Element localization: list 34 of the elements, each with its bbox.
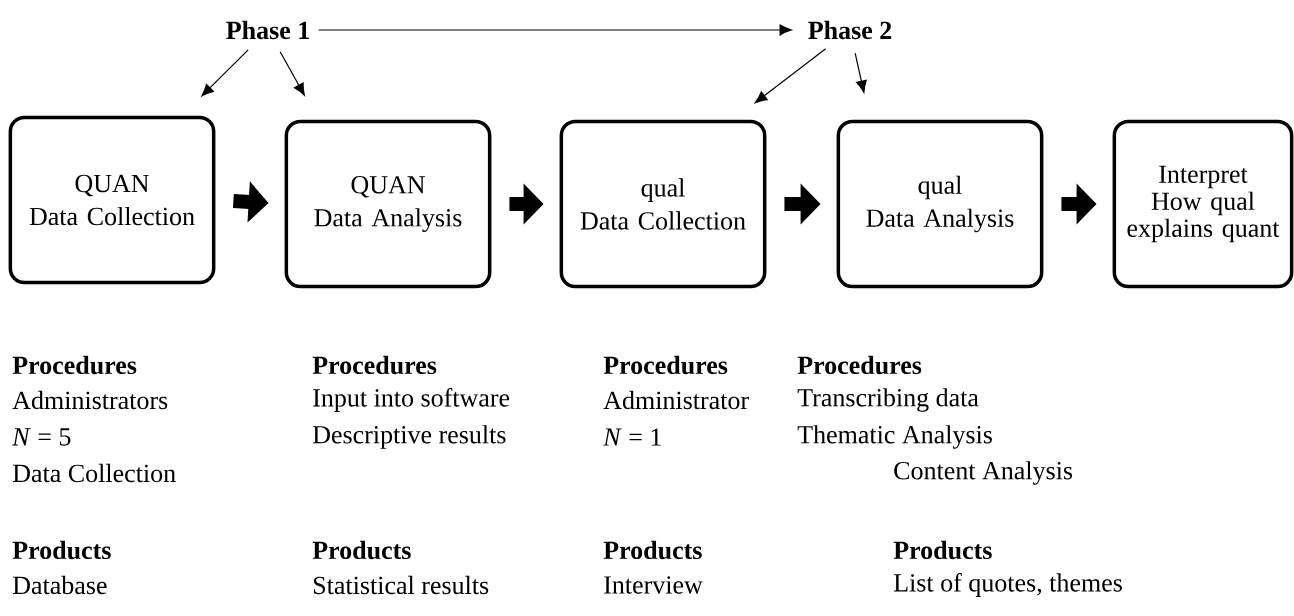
process-box: Interpret How qual explains quant [1112,119,1294,289]
list-item: N = 5 [12,428,71,446]
process-box: qual Data Collection [559,119,767,289]
section-heading: Procedures [603,355,728,375]
section-heading: Products [312,540,411,560]
section-heading: Products [893,540,992,560]
section-heading: Procedures [12,355,137,375]
list-item: N = 1 [603,428,661,446]
arrow [279,51,305,96]
list-item: Input into software [313,388,510,412]
arrow [201,49,249,97]
list-item: Administrator [603,390,749,410]
arrow [317,24,792,36]
list-item: Database [12,575,107,595]
list-item: List of quotes, themes [893,573,1122,597]
arrow [854,52,867,93]
list-item: Statistical results [313,575,489,595]
list-item: Content Analysis [894,461,1073,485]
phase-label: Phase 1 [226,20,309,40]
section-heading: Procedures [797,355,922,375]
section-heading: Products [603,540,702,560]
list-item: Descriptive results [312,425,506,449]
list-item: Thematic Analysis [797,425,992,449]
arrow [754,48,827,104]
list-item: Data Collection [12,463,176,483]
list-item: Interview [604,576,703,594]
list-item: Administrators [12,390,168,410]
process-box: QUAN Data Analysis [284,119,492,289]
process-box: qual Data Analysis [836,119,1044,289]
section-heading: Products [12,540,111,560]
list-item: Transcribing data [797,388,979,412]
process-box: QUAN Data Collection [8,115,216,285]
section-heading: Procedures [312,355,437,375]
phase-label: Phase 2 [808,20,892,40]
